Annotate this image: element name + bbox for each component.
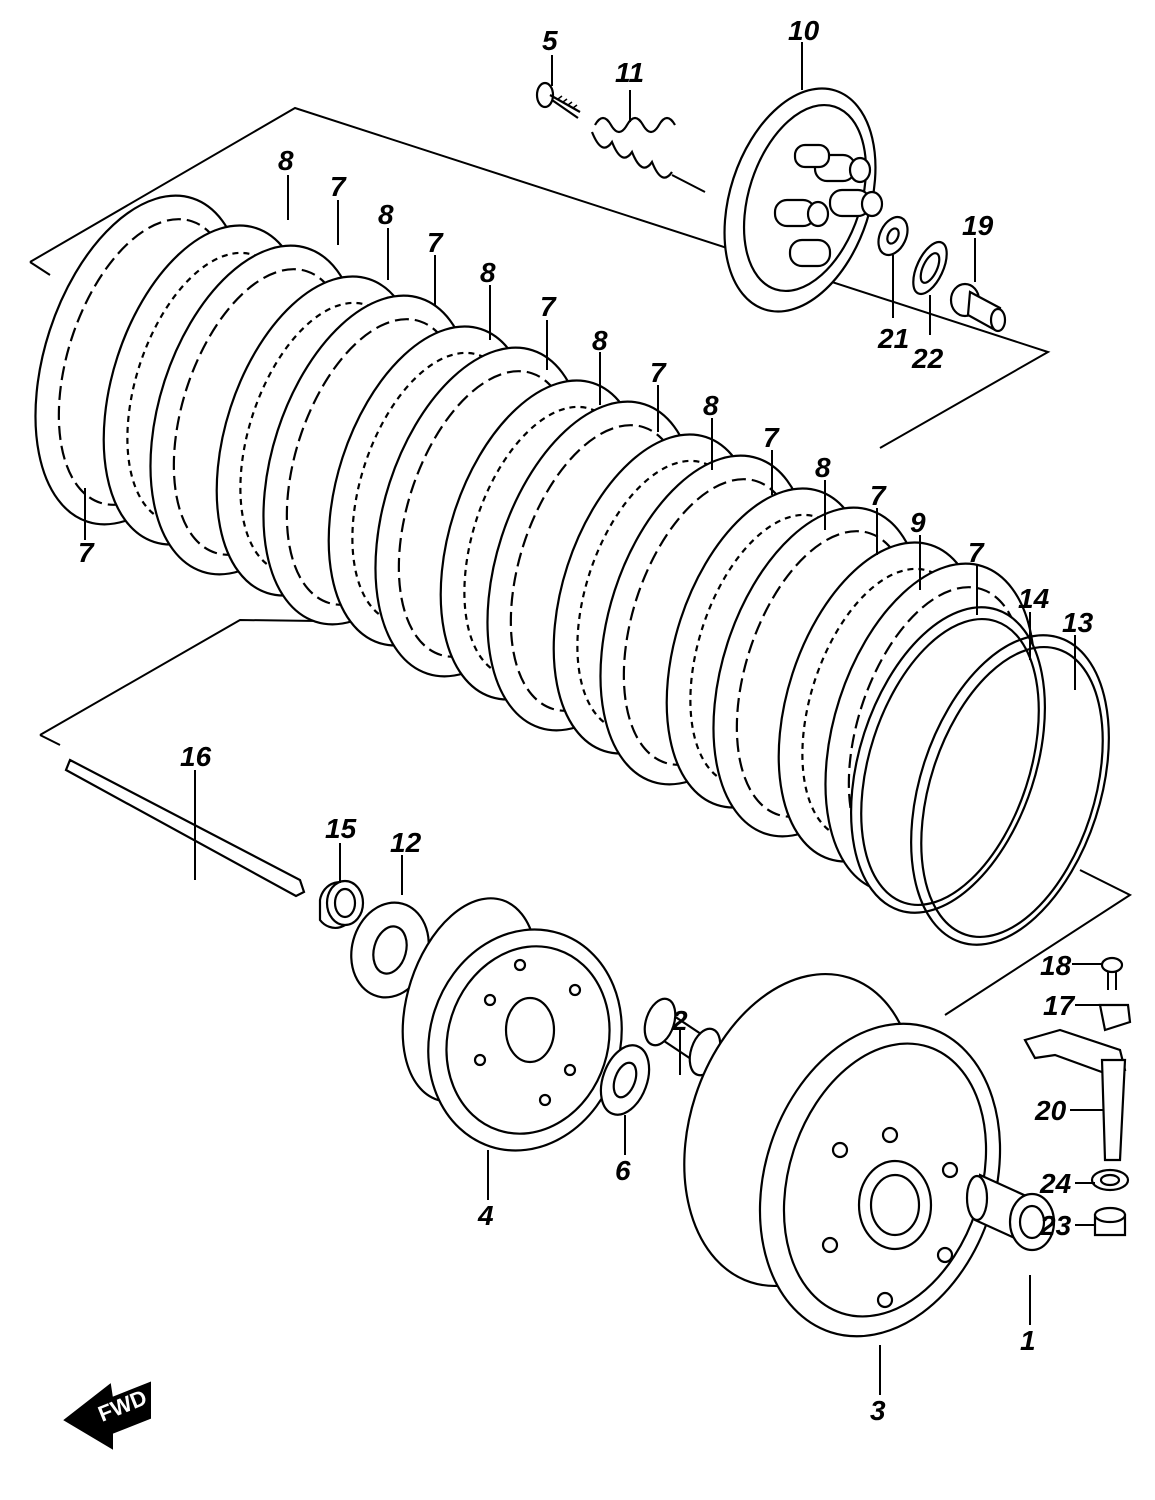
callout-18: 18 xyxy=(1040,950,1072,981)
callout-23: 23 xyxy=(1039,1210,1072,1241)
oil-seal xyxy=(318,879,365,929)
pressure-plate-bolt xyxy=(535,81,581,119)
callouts: 5 11 10 19 21 22 8 7 8 7 8 7 8 7 8 7 8 7… xyxy=(78,15,1094,1426)
release-plate xyxy=(1098,1003,1132,1032)
upper-group-outline xyxy=(29,106,1051,449)
callout-8c: 8 xyxy=(480,257,496,288)
fwd-arrow-icon: FWD xyxy=(63,1381,151,1450)
callout-5: 5 xyxy=(542,25,558,56)
spring-seat xyxy=(910,634,1110,946)
spacer-bushing xyxy=(965,1173,1056,1252)
release-bolt xyxy=(1100,956,1124,990)
callout-19: 19 xyxy=(962,210,994,241)
callout-12: 12 xyxy=(390,827,422,858)
callout-10: 10 xyxy=(788,15,820,46)
clutch-sleeve-hub xyxy=(401,897,623,1152)
callout-7a: 7 xyxy=(330,171,347,202)
callout-7g: 7 xyxy=(968,537,985,568)
callout-8f: 8 xyxy=(815,452,831,483)
callout-2: 2 xyxy=(671,1005,688,1036)
callout-22: 22 xyxy=(911,343,944,374)
callout-17: 17 xyxy=(1043,990,1076,1021)
callout-8e: 8 xyxy=(703,390,719,421)
thrust-washer xyxy=(599,1044,651,1116)
callout-14: 14 xyxy=(1018,583,1050,614)
clutch-spring xyxy=(590,116,706,193)
callout-24: 24 xyxy=(1039,1168,1072,1199)
thrust-bearing xyxy=(912,240,948,296)
callout-7e: 7 xyxy=(763,422,780,453)
release-arm xyxy=(1023,1028,1127,1162)
leader-lines xyxy=(84,42,1105,1395)
callout-21: 21 xyxy=(877,323,909,354)
callout-6: 6 xyxy=(615,1155,631,1186)
callout-3: 3 xyxy=(870,1395,886,1426)
callout-13: 13 xyxy=(1062,607,1094,638)
push-rod xyxy=(64,758,306,898)
callout-9: 9 xyxy=(910,507,926,538)
primary-driven-gear-housing xyxy=(683,972,1002,1338)
callout-1: 1 xyxy=(1020,1325,1036,1356)
pressure-plate xyxy=(723,87,884,313)
callout-7f: 7 xyxy=(870,480,887,511)
callout-8d: 8 xyxy=(592,325,608,356)
callout-20: 20 xyxy=(1034,1095,1067,1126)
callout-7d: 7 xyxy=(650,357,667,388)
callout-4: 4 xyxy=(477,1200,494,1231)
callout-8b: 8 xyxy=(378,199,394,230)
release-rod-piece xyxy=(949,282,1007,333)
spring-washer xyxy=(850,606,1046,914)
callout-16: 16 xyxy=(180,741,212,772)
oil-seal-small xyxy=(1090,1168,1130,1192)
needle-bearing-small xyxy=(1093,1206,1127,1237)
pressure-washer xyxy=(877,215,909,257)
callout-7c: 7 xyxy=(540,291,557,322)
callout-15: 15 xyxy=(325,813,357,844)
callout-7h: 7 xyxy=(78,537,95,568)
needle-bearing xyxy=(643,997,722,1077)
callout-11: 11 xyxy=(615,57,644,88)
callout-7b: 7 xyxy=(427,227,444,258)
callout-8a: 8 xyxy=(278,145,294,176)
